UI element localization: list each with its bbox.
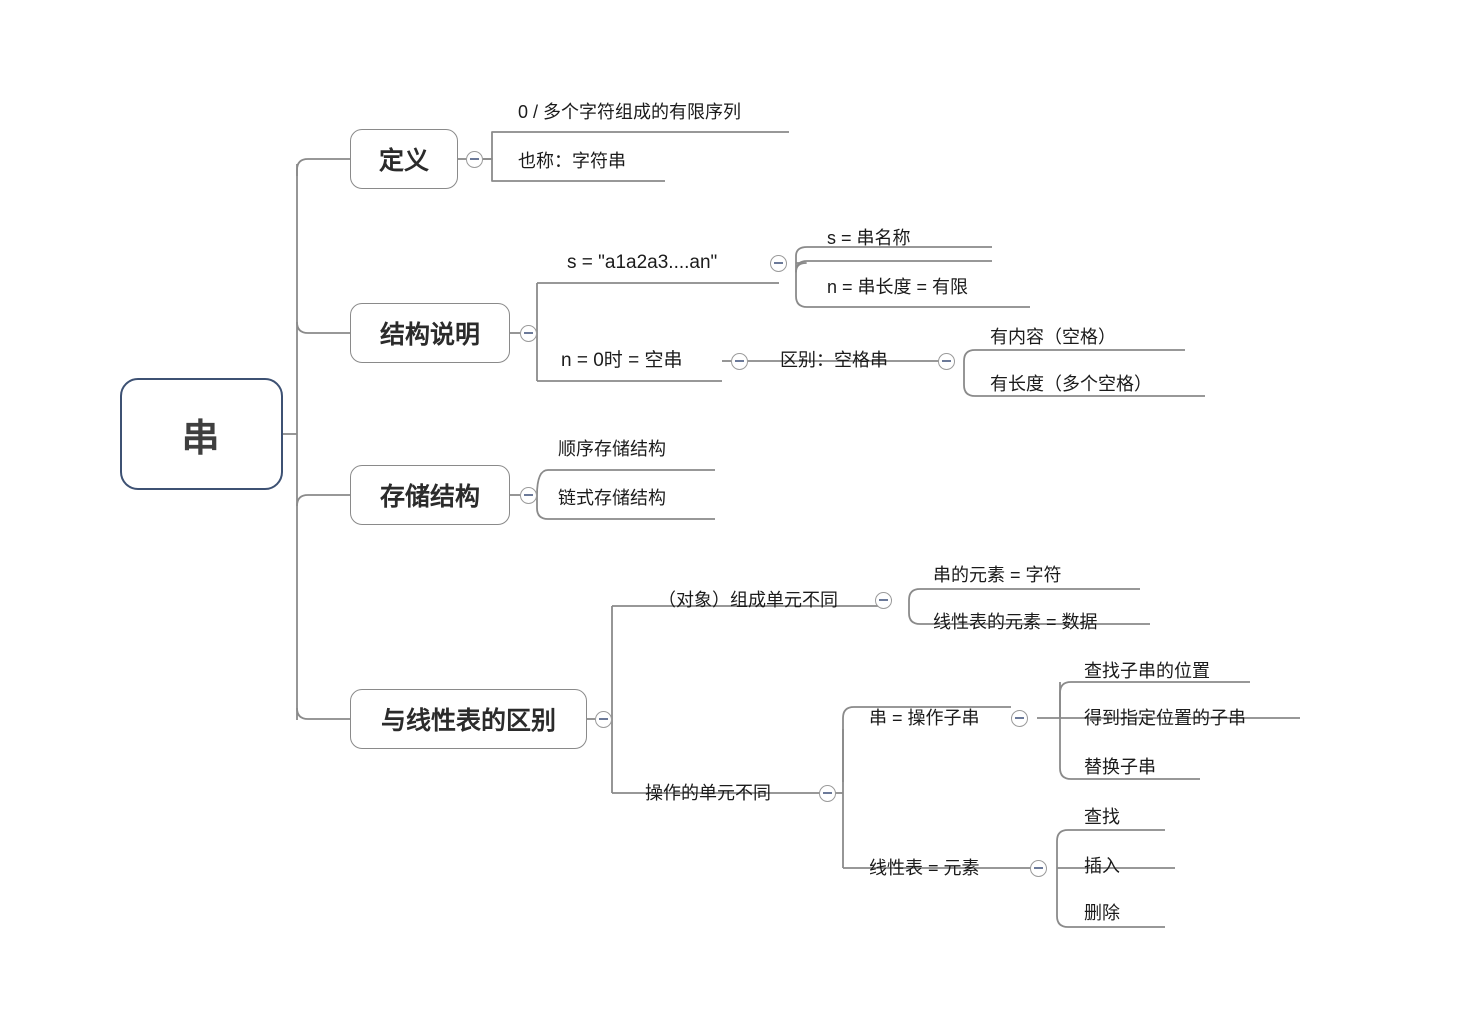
leaf-diff-2a1[interactable]: 查找子串的位置 [1084,661,1210,681]
leaf-diff-2b3[interactable]: 删除 [1084,903,1120,923]
branch-label-structure: 结构说明 [379,321,480,349]
branch-label-difference: 与线性表的区别 [380,707,556,735]
leaf-struct-1a[interactable]: s = 串名称 [827,228,911,248]
leaf-def-2[interactable]: 也称：字符串 [518,151,626,171]
mid-struct-1[interactable]: s = "a1a2a3....an" [567,252,718,273]
leaf-diff-1a[interactable]: 串的元素 = 字符 [933,565,1062,585]
branch-label-definition: 定义 [378,147,429,175]
leaf-diff-2b2[interactable]: 插入 [1084,856,1120,876]
leaf-diff-2b1[interactable]: 查找 [1084,807,1120,827]
leaf-def-1[interactable]: 0 / 多个字符组成的有限序列 [518,102,742,122]
mid-struct-2[interactable]: n = 0时 = 空串 [561,350,683,371]
collapse-minus-icon-diff-mid-2b[interactable] [1030,859,1047,877]
mid-diff-2b[interactable]: 线性表 = 元素 [869,858,980,878]
mid-diff-2a[interactable]: 串 = 操作子串 [869,708,980,728]
collapse-minus-icon-storage[interactable] [520,486,537,504]
mid-diff-1[interactable]: （对象）组成单元不同 [658,590,838,610]
collapse-minus-icon-structure[interactable] [520,324,537,342]
wire-trunk-difference [296,707,350,720]
collapse-minus-icon-diff-mid-2a[interactable] [1011,709,1028,727]
branch-label-storage: 存储结构 [379,483,480,511]
branch-node-definition[interactable]: 定义 [350,129,458,189]
wire-trunk-structure [296,321,350,334]
leaf-diff-1b[interactable]: 线性表的元素 = 数据 [933,612,1098,632]
leaf-struct-1b[interactable]: n = 串长度 = 有限 [827,277,969,297]
leaf-diff-2a3[interactable]: 替换子串 [1084,757,1156,777]
mid-struct-3[interactable]: 区别：空格串 [780,350,888,370]
branch-node-structure[interactable]: 结构说明 [350,303,510,363]
branch-node-storage[interactable]: 存储结构 [350,465,510,525]
leaf-diff-2a2[interactable]: 得到指定位置的子串 [1084,708,1246,728]
wire-trunk-definition [296,158,350,176]
wire-struct-leaf-2a [963,349,1185,362]
collapse-minus-icon-difference[interactable] [595,710,612,728]
wire-trunk-storage [296,494,350,507]
mid-diff-2[interactable]: 操作的单元不同 [645,783,771,803]
wire-struct-leaf-1a-arc [795,246,992,273]
leaf-struct-2b[interactable]: 有长度（多个空格） [990,374,1152,394]
leaf-storage-1[interactable]: 顺序存储结构 [558,439,666,459]
root-node[interactable]: 串 [120,378,283,490]
wire-struct-leaf-1a [795,260,992,273]
collapse-minus-icon-diff-mid-2[interactable] [819,784,836,802]
collapse-minus-icon-struct-mid-1[interactable] [770,254,787,272]
wire-diff-leaf-1a [908,588,1140,601]
branch-node-difference[interactable]: 与线性表的区别 [350,689,587,749]
collapse-minus-icon-diff-mid-1[interactable] [875,591,892,609]
leaf-struct-2a[interactable]: 有内容（空格） [990,327,1116,347]
leaf-storage-2[interactable]: 链式存储结构 [558,488,666,508]
collapse-minus-icon-struct-mid-2[interactable] [731,352,748,370]
root-node-label: 串 [181,417,222,460]
collapse-minus-icon-struct-mid-3[interactable] [938,352,955,370]
collapse-minus-icon-definition[interactable] [466,150,483,168]
